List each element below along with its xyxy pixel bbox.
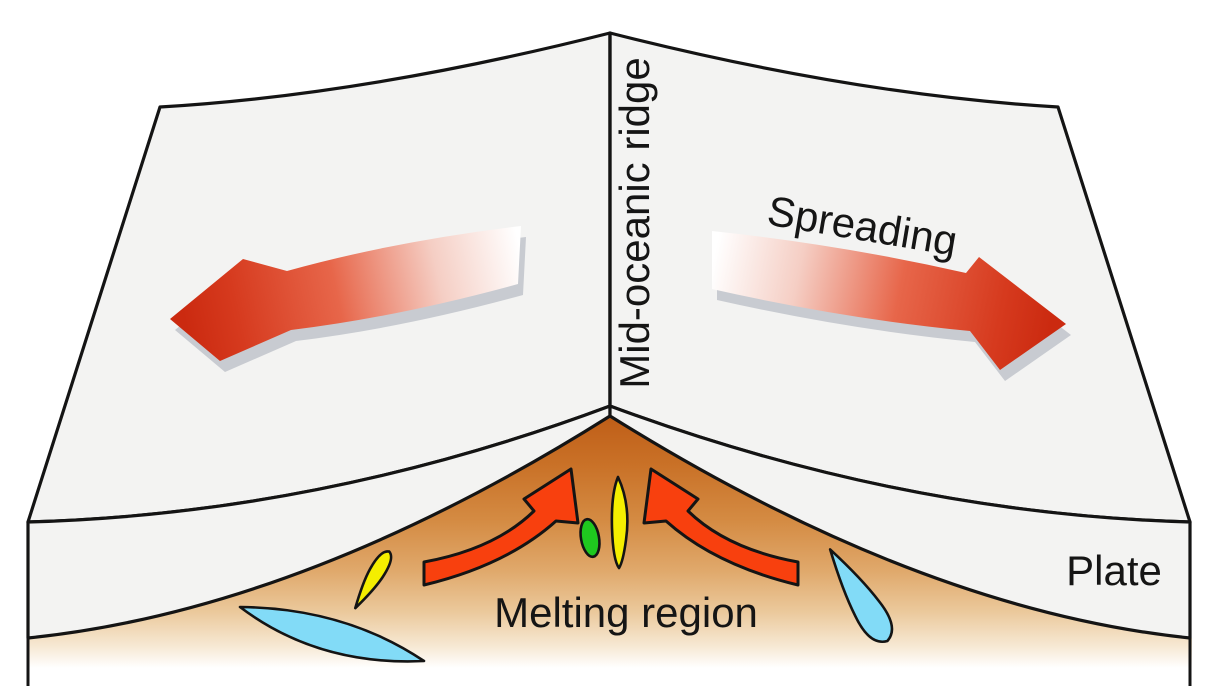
melt-pocket-yellow-left [353,550,393,610]
label-mid-oceanic-ridge: Mid-oceanic ridge [611,57,658,389]
label-melting-region: Melting region [494,589,758,636]
spreading-arrow-left [170,226,521,361]
melt-pocket-yellow-center [610,475,629,570]
melt-pocket-blue-right [828,548,894,644]
upwelling-arrow-left [422,467,580,587]
label-plate: Plate [1066,547,1162,594]
melt-pocket-green [579,517,601,559]
melt-pocket-blue-left [238,605,426,663]
spreading-arrow-right [712,231,1066,370]
right-plate-front-face [608,404,1192,640]
upwelling-arrow-right [642,467,800,587]
